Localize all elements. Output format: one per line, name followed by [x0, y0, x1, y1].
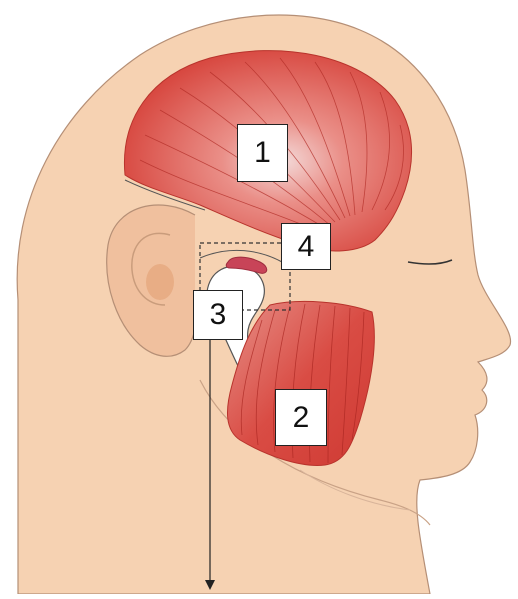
label-masseter: 2: [275, 389, 327, 446]
label-articular-disc: 4: [281, 223, 331, 270]
label-mandibular-condyle: 3: [193, 290, 243, 340]
label-temporalis: 1: [237, 124, 288, 182]
